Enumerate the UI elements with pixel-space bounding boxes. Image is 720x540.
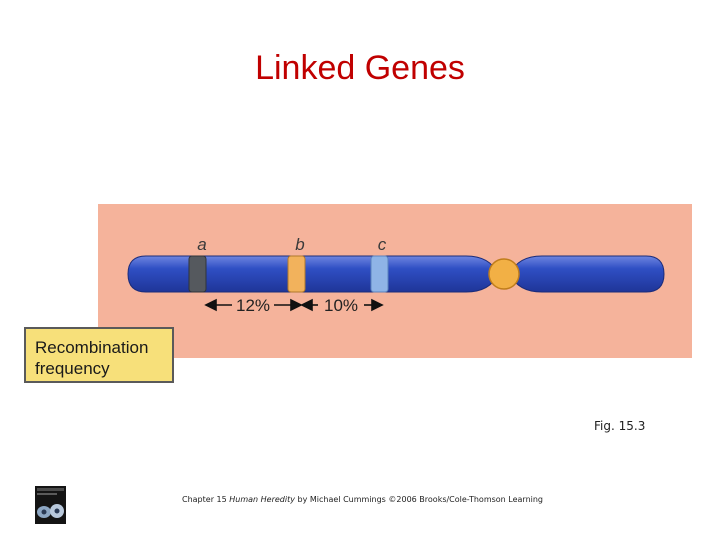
gene-label-c: c	[378, 235, 387, 254]
gene-band-b	[287, 255, 306, 293]
source-credit: Chapter 15 Human Heredity by Michael Cum…	[182, 495, 543, 504]
chromosome-left-arm	[127, 255, 499, 293]
gene-band-c	[370, 255, 389, 293]
recombination-frequency-label: Recombination frequency	[24, 327, 174, 383]
slide-title: Linked Genes	[255, 49, 465, 87]
book-cover-image	[35, 486, 66, 524]
credit-chapter: Chapter 15	[182, 495, 227, 504]
gene-label-a: a	[197, 235, 206, 254]
gene-band-a	[188, 255, 207, 293]
credit-author: by Michael Cummings ©2006 Brooks/Cole-Th…	[297, 495, 544, 504]
chromosome-figure: a b c 12% 10%	[98, 204, 692, 358]
distance-label-bc: 10%	[324, 296, 358, 315]
distance-label-ab: 12%	[236, 296, 270, 315]
gene-label-b: b	[295, 235, 304, 254]
centromere	[488, 258, 520, 290]
figure-label: Fig. 15.3	[594, 419, 646, 433]
distance-arrow-ab	[204, 298, 303, 312]
chromosome-right-arm	[509, 255, 665, 293]
distance-arrow-bc	[300, 298, 384, 312]
credit-book-title: Human Heredity	[229, 495, 295, 504]
